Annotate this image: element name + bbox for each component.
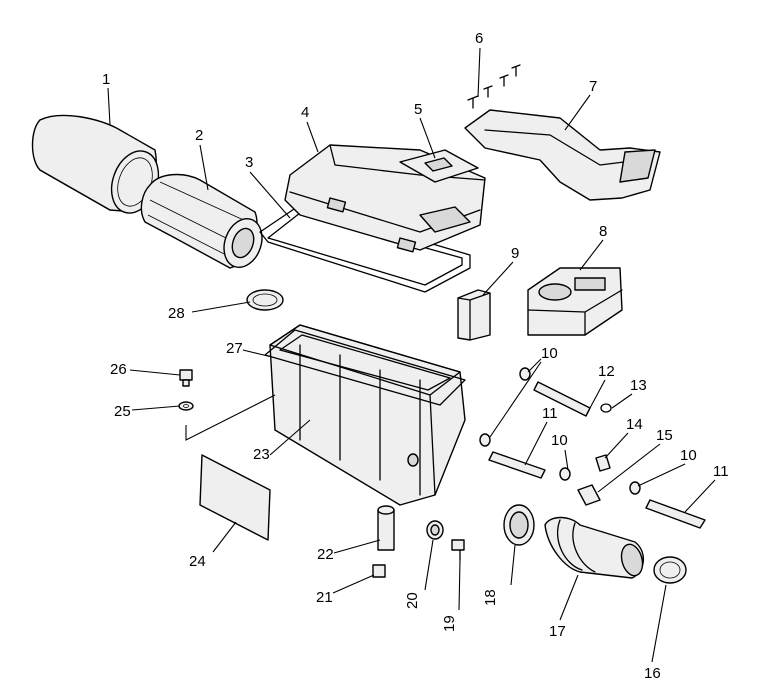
callout-4: 4 bbox=[301, 104, 309, 121]
part-20-grommet bbox=[426, 520, 444, 540]
callout-17: 17 bbox=[549, 623, 566, 640]
callout-3: 3 bbox=[245, 154, 253, 171]
callout-16: 16 bbox=[644, 665, 661, 682]
callout-22: 22 bbox=[317, 546, 334, 563]
part-21-drain-plug bbox=[372, 564, 386, 578]
callout-10a: 10 bbox=[541, 345, 558, 362]
part-15-fitting bbox=[577, 484, 601, 506]
part-18-coupler-ring bbox=[503, 504, 535, 546]
callout-6: 6 bbox=[475, 30, 483, 47]
callout-5: 5 bbox=[414, 101, 422, 118]
part-17-intake-boot bbox=[544, 516, 644, 579]
callout-14: 14 bbox=[626, 416, 643, 433]
part-25-washer bbox=[178, 394, 276, 441]
callout-10c: 10 bbox=[680, 447, 697, 464]
callout-18: 18 bbox=[482, 589, 499, 606]
callout-13: 13 bbox=[630, 377, 647, 394]
callout-26: 26 bbox=[110, 361, 127, 378]
callout-21: 21 bbox=[316, 589, 333, 606]
callout-24: 24 bbox=[189, 553, 206, 570]
part-9-foam-piece bbox=[457, 289, 491, 341]
part-10-caps bbox=[479, 367, 641, 495]
part-14-clip bbox=[595, 454, 611, 472]
callout-7: 7 bbox=[589, 78, 597, 95]
callout-19: 19 bbox=[441, 615, 458, 632]
callout-23: 23 bbox=[253, 446, 270, 463]
part-5-lid-plate bbox=[399, 149, 479, 183]
callout-12: 12 bbox=[598, 363, 615, 380]
callout-1: 1 bbox=[102, 71, 110, 88]
part-24-sheet bbox=[199, 454, 271, 541]
part-11-tubes bbox=[488, 451, 706, 529]
part-19-breather-fitting bbox=[451, 539, 465, 561]
callout-11a: 11 bbox=[542, 405, 558, 422]
leader-lines bbox=[107, 47, 716, 663]
callout-2: 2 bbox=[195, 127, 203, 144]
part-1-outer-foam-filter bbox=[31, 114, 160, 214]
part-28-hose-clamp bbox=[246, 289, 284, 311]
part-2-paper-filter bbox=[140, 173, 263, 269]
callout-27: 27 bbox=[226, 340, 243, 357]
callout-11b: 11 bbox=[713, 463, 729, 480]
callout-15: 15 bbox=[656, 427, 673, 444]
part-22-drain-tube bbox=[377, 505, 395, 551]
part-7-intake-snorkel bbox=[464, 109, 661, 201]
callout-20: 20 bbox=[404, 592, 421, 609]
callout-28: 28 bbox=[168, 305, 185, 322]
callout-25: 25 bbox=[114, 403, 131, 420]
part-26-bolt bbox=[179, 369, 193, 387]
part-13-clip bbox=[600, 403, 612, 413]
callout-9: 9 bbox=[511, 245, 519, 262]
part-6-screws bbox=[467, 64, 521, 109]
part-27-airbox-seal bbox=[264, 329, 466, 406]
callout-8: 8 bbox=[599, 223, 607, 240]
part-16-hose-clamp bbox=[653, 556, 687, 584]
part-12-tube bbox=[533, 381, 591, 417]
callout-10b: 10 bbox=[551, 432, 568, 449]
part-8-foam-block bbox=[527, 267, 623, 336]
callout-labels: 1 2 3 4 5 6 7 8 9 10 10 10 11 11 12 13 1… bbox=[102, 30, 729, 682]
